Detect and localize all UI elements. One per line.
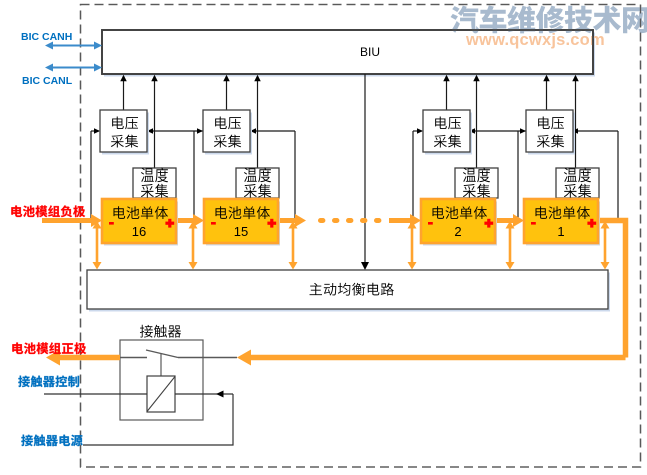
svg-text:BIC CANH: BIC CANH [21, 31, 72, 43]
svg-text:BIC CANL: BIC CANL [22, 75, 73, 87]
svg-text:www.qcwxjs.com: www.qcwxjs.com [465, 31, 605, 49]
svg-text:2: 2 [454, 224, 461, 239]
svg-text:16: 16 [132, 224, 146, 239]
svg-text:1: 1 [557, 224, 564, 239]
svg-text:15: 15 [234, 224, 248, 239]
svg-text:BIU: BIU [360, 45, 380, 59]
